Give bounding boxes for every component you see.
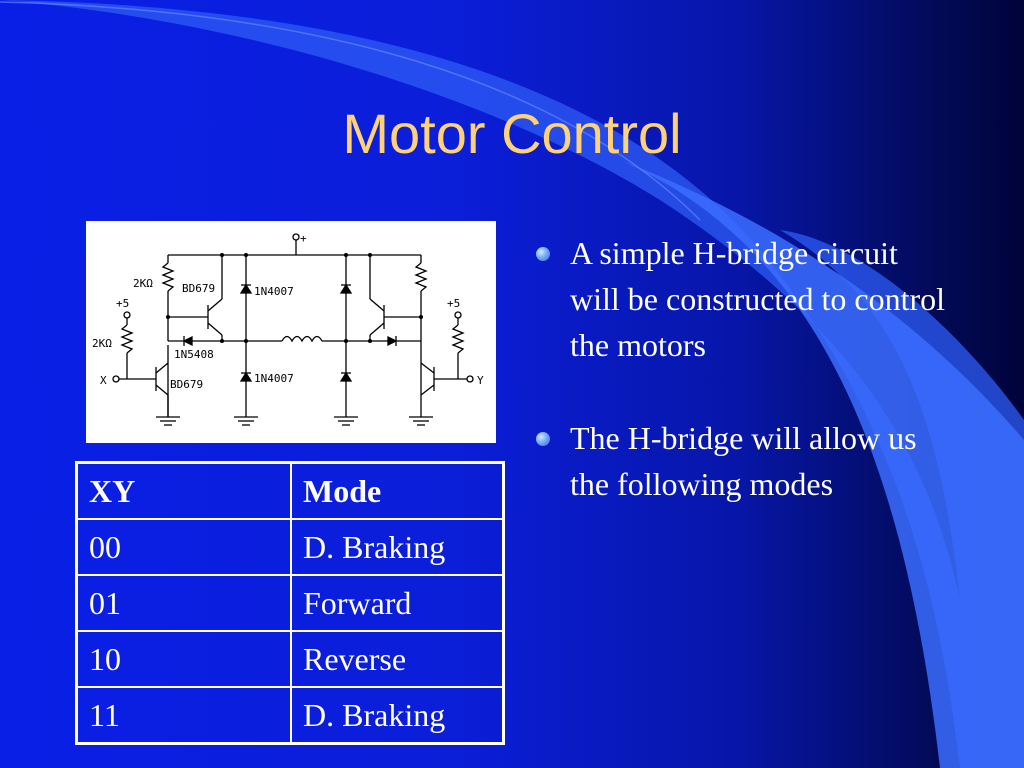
- bullet-item: A simple H-bridge circuit will be constr…: [532, 230, 952, 368]
- mode-table: XY Mode 00 D. Braking 01 Forward 10 Reve…: [75, 461, 505, 745]
- table-row: 11 D. Braking: [75, 686, 505, 745]
- bullet-item: The H-bridge will allow us the following…: [532, 415, 952, 507]
- cell-xy: 01: [75, 574, 292, 632]
- cell-mode: Forward: [290, 574, 505, 632]
- label-v-right: +5: [447, 297, 460, 310]
- cell-xy: 00: [75, 518, 292, 576]
- cell-mode: D. Braking: [290, 518, 505, 576]
- slide-title: Motor Control: [342, 102, 682, 165]
- cell-mode: Reverse: [290, 630, 505, 688]
- cell-xy: 11: [75, 686, 292, 745]
- label-plus: +: [300, 232, 307, 245]
- label-input-x: X: [100, 374, 107, 387]
- label-input-y: Y: [477, 374, 484, 387]
- label-d-bottom-left: 1N4007: [254, 372, 294, 385]
- table-row: 00 D. Braking: [75, 518, 505, 576]
- label-q-top-left: BD679: [182, 282, 215, 295]
- table-header-row: XY Mode: [75, 461, 505, 520]
- bullet-list: A simple H-bridge circuit will be constr…: [532, 230, 952, 554]
- table-row: 01 Forward: [75, 574, 505, 632]
- table-row: 10 Reverse: [75, 630, 505, 688]
- cell-mode: D. Braking: [290, 686, 505, 745]
- label-v-left: +5: [116, 297, 129, 310]
- label-r-left: 2KΩ: [92, 337, 112, 350]
- label-d-mid: 1N5408: [174, 348, 214, 361]
- label-d-top-left: 1N4007: [254, 285, 294, 298]
- ground-symbols: [156, 416, 433, 426]
- h-bridge-circuit-diagram: + 2KΩ BD679 1N4007 1N4007: [86, 221, 496, 443]
- cell-xy: 10: [75, 630, 292, 688]
- bullet-text: The H-bridge will allow us the following…: [570, 420, 917, 502]
- header-mode: Mode: [290, 461, 505, 520]
- bullet-dot-icon: [536, 247, 550, 261]
- header-xy: XY: [75, 461, 292, 520]
- label-q-bottom-left: BD679: [170, 378, 203, 391]
- bullet-text: A simple H-bridge circuit will be constr…: [570, 235, 946, 363]
- label-r-top-left: 2KΩ: [133, 277, 153, 290]
- bullet-dot-icon: [536, 432, 550, 446]
